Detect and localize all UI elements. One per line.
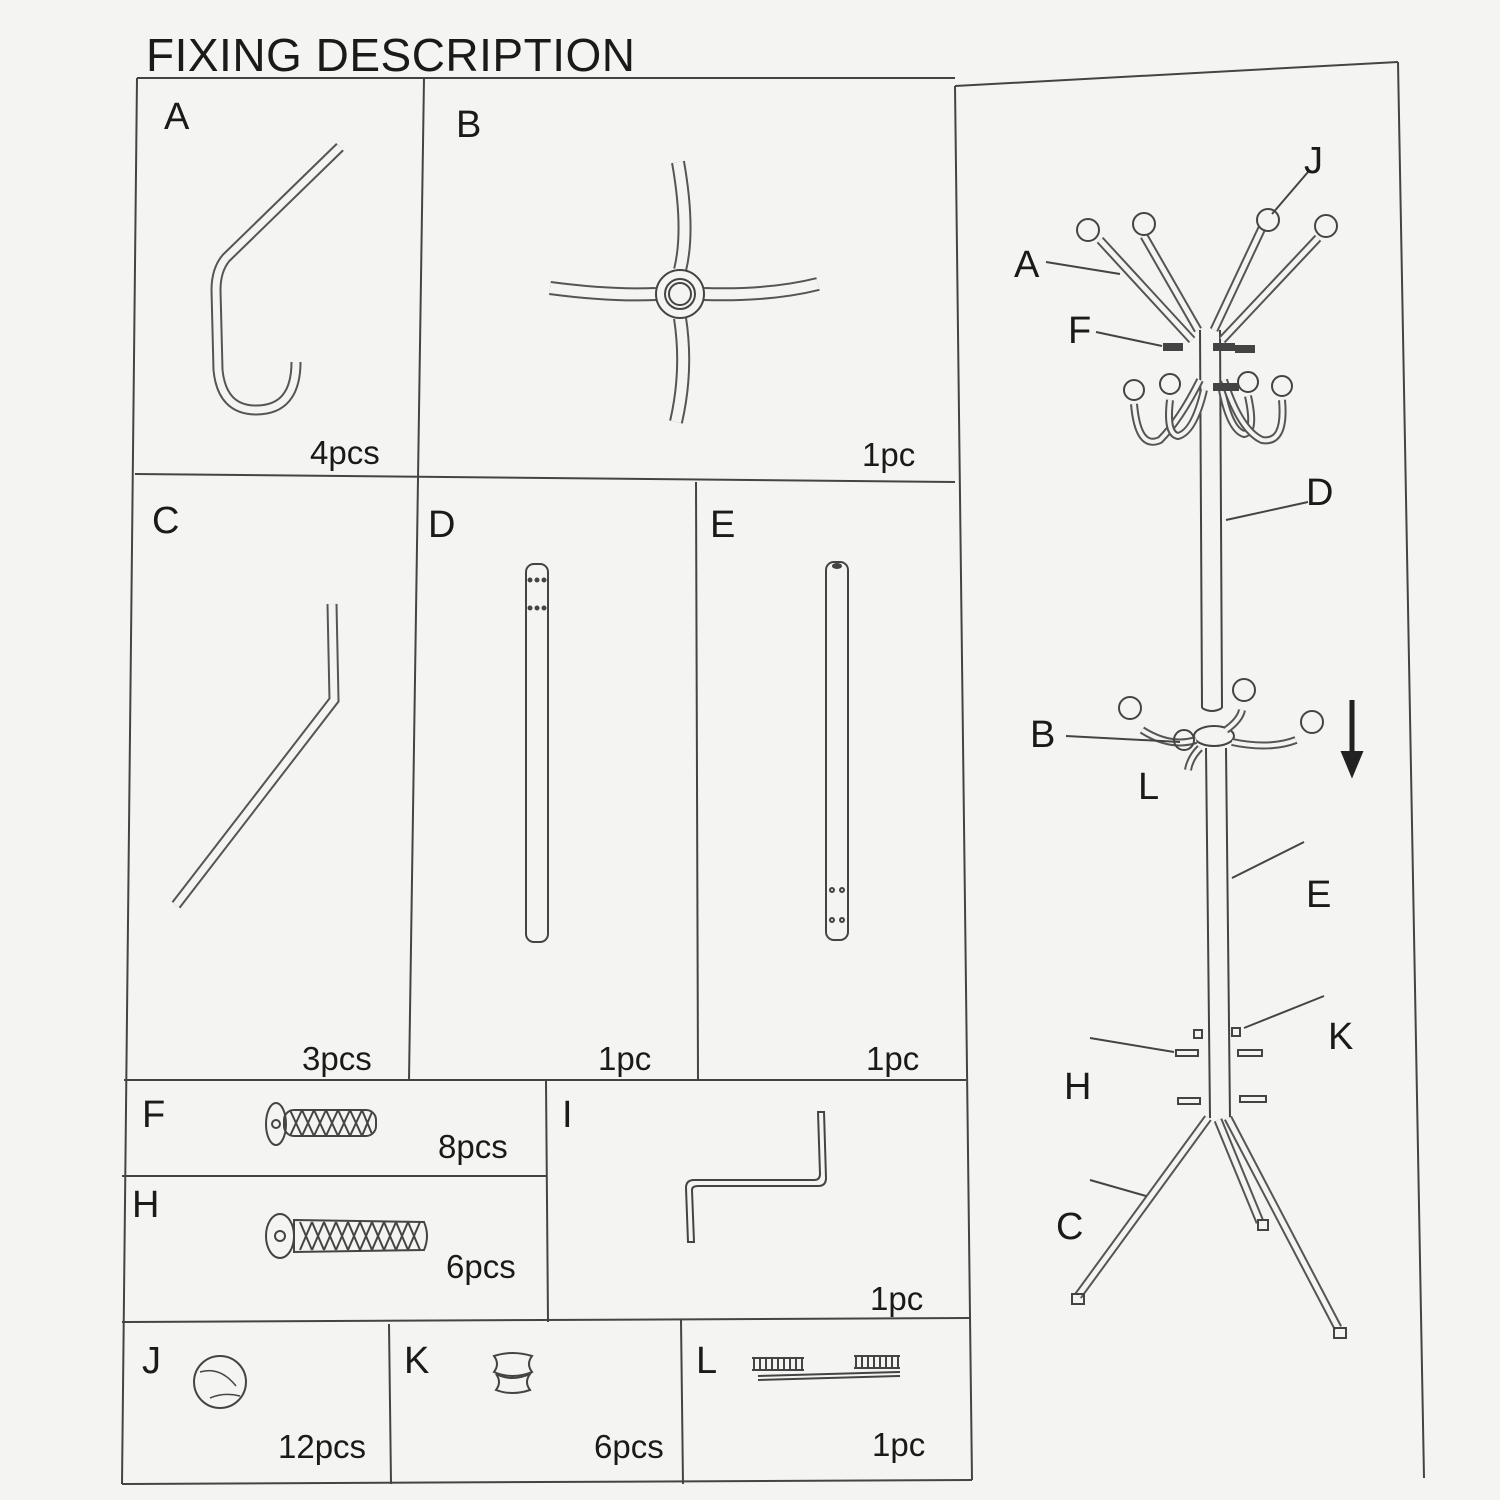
assembly-label-b: B (1030, 714, 1056, 756)
assembly-label-f: F (1068, 310, 1092, 352)
part-l-label: L (696, 1340, 718, 1382)
page-title: FIXING DESCRIPTION (146, 29, 636, 81)
part-c-leg-drawing (171, 603, 340, 909)
part-j-ball-drawing (193, 1355, 247, 1409)
part-j-qty: 12pcs (278, 1428, 367, 1465)
part-d-pole-drawing (525, 563, 549, 943)
part-a-label: A (164, 96, 190, 138)
grid-lines (121, 61, 1425, 1485)
part-e-qty: 1pc (866, 1040, 920, 1077)
assembly-label-d: D (1306, 472, 1334, 514)
part-b-hub-drawing (549, 160, 820, 424)
assembly-label-e: E (1306, 874, 1332, 916)
part-a-qty: 4pcs (310, 434, 380, 471)
part-f-qty: 8pcs (438, 1128, 508, 1165)
part-h-screw-drawing (265, 1213, 428, 1259)
part-j-label: J (142, 1340, 161, 1382)
part-b-qty: 1pc (862, 436, 916, 473)
part-f-label: F (142, 1094, 166, 1136)
part-l-stud-drawing (752, 1355, 901, 1381)
part-h-label: H (132, 1184, 160, 1226)
part-c-qty: 3pcs (302, 1040, 372, 1077)
part-e-label: E (710, 504, 736, 546)
part-a-hook-drawing (210, 143, 344, 416)
assembly-label-c: C (1056, 1206, 1084, 1248)
part-k-label: K (404, 1340, 430, 1382)
part-i-qty: 1pc (870, 1280, 924, 1317)
part-b-label: B (456, 104, 482, 146)
assembly-label-k: K (1328, 1016, 1354, 1058)
down-arrow-icon (1340, 700, 1364, 779)
part-d-label: D (428, 504, 456, 546)
part-e-pole-drawing (825, 561, 849, 941)
part-f-screw-drawing (265, 1102, 377, 1146)
assembly-label-j: J (1304, 140, 1323, 182)
assembly-label-h: H (1064, 1066, 1092, 1108)
part-i-label: I (562, 1094, 573, 1136)
part-l-qty: 1pc (872, 1426, 926, 1463)
assembly-label-a: A (1014, 244, 1040, 286)
part-i-allen-key-drawing (684, 1111, 828, 1243)
assembly-label-l: L (1138, 766, 1160, 808)
part-k-qty: 6pcs (594, 1428, 664, 1465)
part-d-qty: 1pc (598, 1040, 652, 1077)
part-h-qty: 6pcs (446, 1248, 516, 1285)
part-k-foot-cap-drawing (492, 1352, 534, 1394)
part-c-label: C (152, 500, 180, 542)
assembly-diagram (1045, 171, 1347, 1339)
